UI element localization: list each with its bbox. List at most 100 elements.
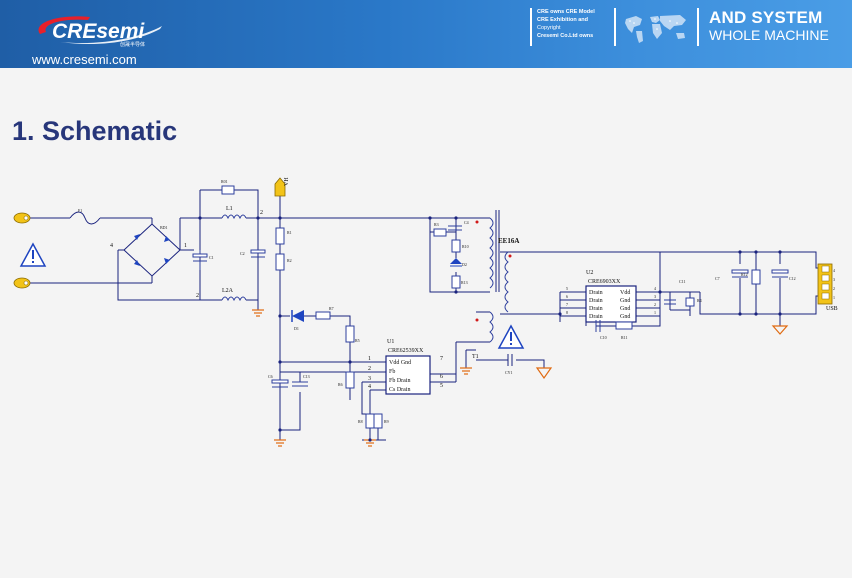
capacitor-c12: C12 <box>771 269 796 281</box>
transformer-t1: EE16A T1 <box>472 210 519 360</box>
label-pin-3: 3 <box>833 277 835 282</box>
diode-d2: D2 <box>450 258 467 267</box>
label-c12: C12 <box>789 276 796 281</box>
resistor-r13: R13 <box>451 275 468 289</box>
notice-line-4: Cresemi Co.Ltd owns <box>537 33 594 39</box>
label-d2: D2 <box>462 262 467 267</box>
label-c6: C6 <box>268 374 273 379</box>
ground-symbol-icon <box>771 325 789 335</box>
label-c2: C2 <box>240 251 245 256</box>
label-pin-2: 2 <box>196 293 199 299</box>
page-title: 1. Schematic <box>12 116 178 146</box>
resistor-r11: R11 <box>615 321 633 340</box>
resistor-r9: R9 <box>373 413 389 429</box>
fuse-f1: F1 <box>69 208 101 225</box>
ic-u2: U2 CRE6903XX Drain Drain Drain Drain Vdd… <box>566 270 656 323</box>
u2-pin-drain: Drain <box>589 298 603 304</box>
logo-text: CREsemi <box>52 20 145 43</box>
tagline-line-1: AND SYSTEM <box>709 8 823 27</box>
warning-triangle-icon <box>497 324 525 349</box>
ground-symbol-icon <box>252 309 264 317</box>
label-usb: USB <box>826 306 838 312</box>
label-ee16a: EE16A <box>498 237 519 245</box>
label-r9: R9 <box>384 419 389 424</box>
label-c7: C7 <box>715 276 720 281</box>
label-pin-4: 4 <box>654 286 656 291</box>
site-url[interactable]: www.cresemi.com <box>32 52 137 67</box>
u2-pin-drain: Drain <box>589 290 603 296</box>
terminal-icon <box>13 277 31 289</box>
junction-dots <box>198 216 782 442</box>
u1-pin-cs-drain: Cs Drain <box>389 387 411 393</box>
resistor-r2: R2 <box>275 253 292 271</box>
label-c13: C13 <box>303 374 310 379</box>
capacitor-c7: C7 <box>715 269 749 281</box>
label-pin-1: 1 <box>654 310 656 315</box>
logo-subtext: 创晟半导体 <box>120 41 145 48</box>
resistor-r7: R7 <box>315 306 334 320</box>
label-c1: C1 <box>209 255 214 260</box>
ic-u1: U1 CRE62539XX Vdd Gnd Fb Fb Drain Cs Dra… <box>368 339 443 395</box>
label-l2a: L2A <box>222 288 234 294</box>
bridge-rectifier-bd1: BD1 4 1 2 <box>110 223 199 299</box>
diode-d1: D1 <box>291 310 304 331</box>
u2-pin-gnd: Gnd <box>620 314 630 320</box>
u1-pin-fb-drain: Fb Drain <box>389 378 411 384</box>
label-pin-8: 8 <box>566 310 568 315</box>
header-banner: CREsemi 创晟半导体 www.cresemi.com CRE owns C… <box>0 0 852 68</box>
u2-pin-gnd: Gnd <box>620 298 630 304</box>
resistor-r8: R8 <box>358 413 375 429</box>
label-u1-part: CRE62539XX <box>388 348 424 354</box>
label-r13: R13 <box>461 280 468 285</box>
label-c11: C11 <box>679 279 686 284</box>
header-divider <box>697 8 699 46</box>
warning-triangle-icon <box>19 242 47 267</box>
label-l1: L1 <box>226 206 233 212</box>
label-r3: R3 <box>434 222 439 227</box>
label-r01: R01 <box>221 179 228 184</box>
inductor-l2a: L2A <box>221 288 247 302</box>
u2-pin-gnd: Gnd <box>620 306 630 312</box>
schematic-diagram: F1 BD1 4 1 2 R01 L1 L2A C1 C <box>13 177 838 447</box>
label-r8: R8 <box>358 419 363 424</box>
label-pin-7: 7 <box>440 356 443 362</box>
label-pin-2: 2 <box>833 286 835 291</box>
label-pin-1: 1 <box>368 356 371 362</box>
label-pin-6: 6 <box>566 294 568 299</box>
capacitor-c13: C13 <box>292 374 310 387</box>
label-pin-2: 2 <box>654 302 656 307</box>
inductor-l1: L1 <box>221 206 247 220</box>
world-map-icon <box>625 15 686 43</box>
tagline: AND SYSTEM WHOLE MACHINE <box>709 8 829 44</box>
resistor-r1: R1 <box>275 227 292 245</box>
label-r5: R5 <box>355 338 360 343</box>
label-pin-3: 3 <box>654 294 656 299</box>
resistor-r5: R5 <box>345 325 360 343</box>
label-pin-7: 7 <box>566 302 568 307</box>
label-f1: F1 <box>78 208 82 213</box>
tagline-line-2: WHOLE MACHINE <box>709 27 829 43</box>
usb-connector: 4 3 2 1 USB <box>817 263 838 312</box>
header-divider <box>614 8 616 46</box>
capacitor-c4: C4 <box>448 220 469 231</box>
resistor-r01: R01 <box>221 179 235 195</box>
terminal-icon <box>13 212 31 224</box>
u2-pin-drain: Drain <box>589 306 603 312</box>
capacitor-c2: C2 <box>240 249 266 258</box>
label-r4: R4 <box>697 298 702 303</box>
cresemi-logo: CREsemi 创晟半导体 <box>38 16 162 48</box>
capacitor-c10: C10 <box>595 320 607 340</box>
label-pin-2: 2 <box>368 366 371 372</box>
ground-symbol-icon <box>460 367 472 375</box>
ground-symbol-icon <box>535 367 553 380</box>
label-pin-4: 4 <box>368 384 371 390</box>
capacitor-cy1: CY1 <box>505 354 513 375</box>
label-r11: R11 <box>621 335 628 340</box>
label-u1: U1 <box>387 339 394 345</box>
label-pin-1: 1 <box>833 295 835 300</box>
label-pin-5: 5 <box>566 286 568 291</box>
label-vh: VH <box>284 177 290 186</box>
label-c4: C4 <box>464 220 469 225</box>
resistor-r3: R3 <box>433 222 447 237</box>
label-r10: R10 <box>462 244 469 249</box>
